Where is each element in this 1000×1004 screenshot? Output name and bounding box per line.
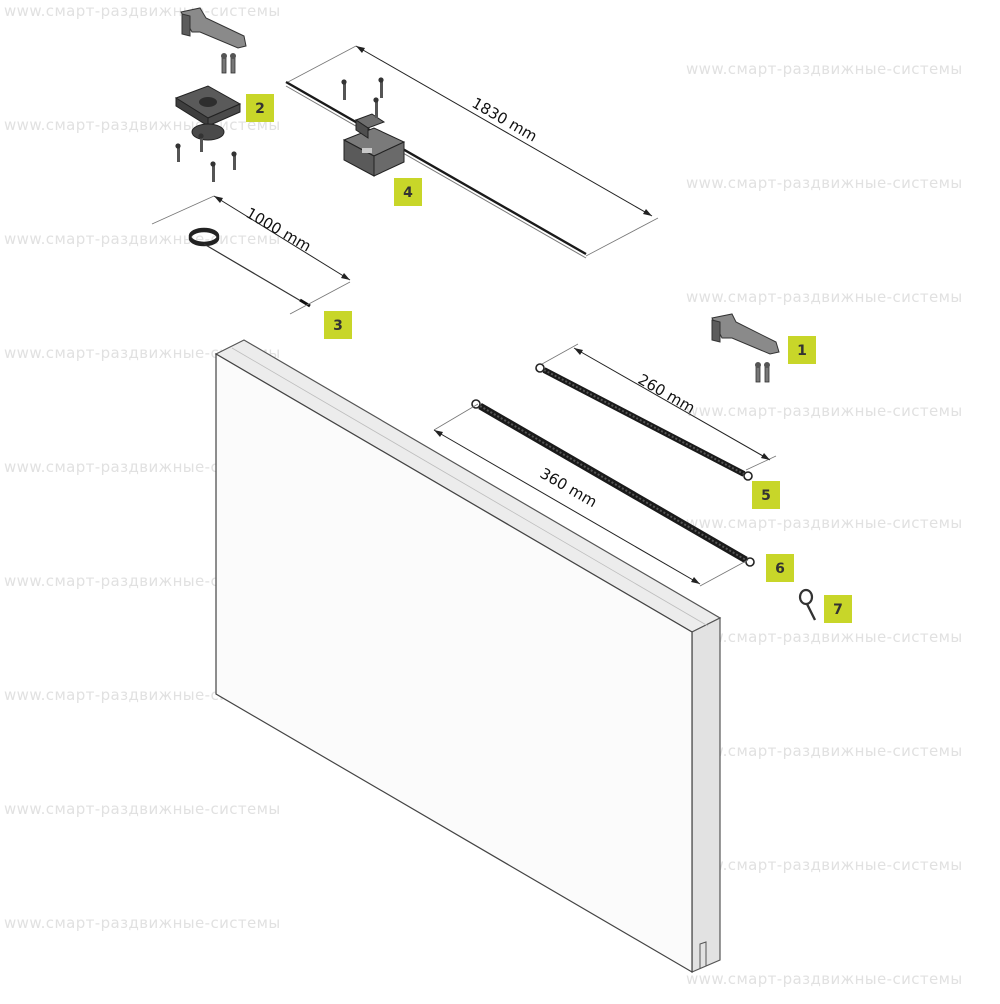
watermark: www.смарт-раздвижные-системы: [686, 628, 963, 646]
rail-length-label: 1830 mm: [469, 94, 541, 146]
badge-box: [394, 178, 422, 206]
watermark: www.смарт-раздвижные-системы: [686, 60, 963, 78]
watermark: www.смарт-раздвижные-системы: [4, 800, 281, 818]
mounting-plate: [174, 85, 242, 182]
panel-inner-edge: [231, 347, 709, 627]
spring-long: [471, 399, 755, 567]
watermark: www.смарт-раздвижные-системы: [4, 116, 281, 134]
watermark: www.смарт-раздвижные-системы: [686, 174, 963, 192]
watermark: www.смарт-раздвижные-системы: [4, 2, 281, 20]
watermark: www.смарт-раздвижные-системы: [4, 572, 281, 590]
badge-box: [788, 336, 816, 364]
watermark: www.смарт-раздвижные-системы: [686, 970, 963, 988]
badge-box: [824, 595, 852, 623]
watermark: www.смарт-раздвижные-системы: [4, 344, 281, 362]
badge-box: [766, 554, 794, 582]
badge-label: 3: [333, 318, 343, 334]
top-bracket-right: [711, 313, 780, 383]
badge-label: 2: [255, 101, 265, 117]
callout-badge-7: 7: [824, 595, 852, 623]
top-rail: [285, 80, 587, 259]
top-bracket-upper: [180, 7, 247, 74]
door-panel: [214, 339, 722, 974]
panel-front-face: [215, 352, 693, 974]
watermark: www.смарт-раздвижные-системы: [4, 686, 281, 704]
watermark: www.смарт-раздвижные-системы: [686, 856, 963, 874]
badge-label: 1: [797, 343, 807, 359]
panel-side-edge: [691, 617, 721, 973]
badge-box: [246, 94, 274, 122]
watermark: www.смарт-раздвижные-системы: [686, 514, 963, 532]
badge-label: 4: [403, 185, 413, 201]
badge-label: 6: [775, 561, 785, 577]
spring-short: [535, 363, 753, 481]
cord-dimension: 1000 mm: [151, 195, 351, 315]
badge-box: [752, 481, 780, 509]
badge-box: [324, 311, 352, 339]
callout-badge-2: 2: [246, 94, 274, 122]
rail-carriage: [341, 77, 406, 177]
callout-badge-3: 3: [324, 311, 352, 339]
badge-label: 7: [833, 602, 843, 618]
cord: [188, 227, 311, 308]
watermark: www.смарт-раздвижные-системы: [686, 402, 963, 420]
badge-label: 5: [761, 488, 771, 504]
watermark: www.смарт-раздвижные-системы: [686, 288, 963, 306]
spring-short-length-label: 260 mm: [635, 370, 698, 417]
watermark: www.смарт-раздвижные-системы: [4, 458, 281, 476]
watermark: www.смарт-раздвижные-системы: [686, 742, 963, 760]
watermark: www.смарт-раздвижные-системы: [4, 914, 281, 932]
eye-screw: [798, 588, 817, 621]
callout-badge-6: 6: [766, 554, 794, 582]
callout-badge-1: 1: [788, 336, 816, 364]
callout-badge-5: 5: [752, 481, 780, 509]
callout-badge-4: 4: [394, 178, 422, 206]
panel-bottom-notch: [699, 941, 707, 969]
watermark-layer: www.смарт-раздвижные-системы www.смарт-р…: [4, 2, 963, 988]
watermark: www.смарт-раздвижные-системы: [4, 230, 281, 248]
